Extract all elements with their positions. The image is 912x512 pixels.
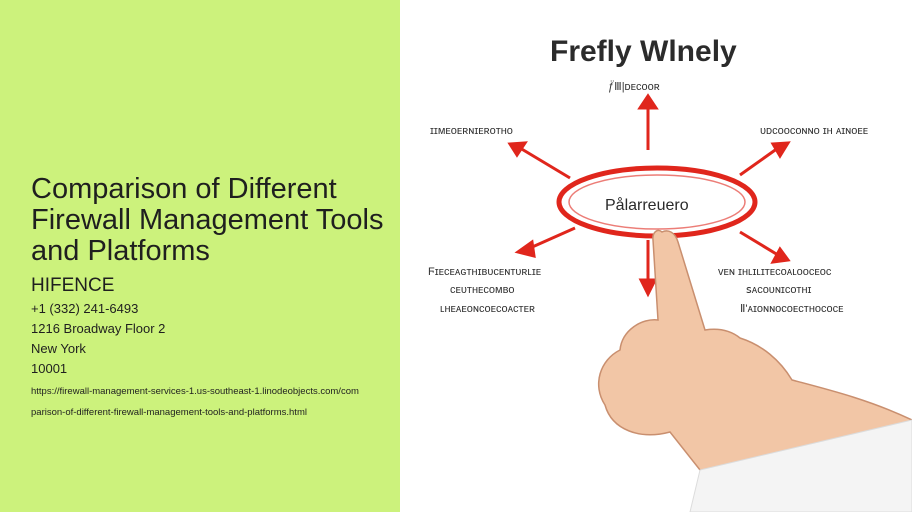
arrow-right-down [739,230,779,257]
arrow-down-head [638,278,658,298]
phone-number[interactable]: +1 (332) 241-6493 [31,301,139,316]
page-title: Comparison of Different Firewall Managem… [31,173,384,267]
illustration-left-bottom-line-1: Ϝɪᴇᴄᴇᴀɢᴛʜɪʙᴜᴄᴇɴᴛᴜʀʟɪᴇ [428,266,541,278]
arrow-right-up-head [770,141,791,159]
illustration-heading: Frefly Wlnely [550,35,737,68]
pointing-hand [597,229,912,512]
center-label: Pålarreuero [605,196,689,214]
illustration-right-bottom-line-2: ꜱᴀᴄᴏᴜɴɪᴄᴏᴛʜɪ [746,284,812,296]
firewall-diagram-image: Frefly Wlnely ƒ̈Ⅲ|ᴅᴇᴄᴏᴏʀ ɪɪᴍᴇᴏᴇʀɴɪᴇʀᴏᴛʜᴏ… [428,35,912,512]
arrow-right-up [739,146,779,177]
arrow-left-down-head [514,239,536,258]
left-info-panel: Comparison of Different Firewall Managem… [0,0,400,512]
illustration-left-top-label: ɪɪᴍᴇᴏᴇʀɴɪᴇʀᴏᴛʜᴏ [430,125,513,137]
company-name: HIFENCE [31,275,115,296]
arrow-group [507,93,791,298]
illustration-right-bottom-line-3: Ⅱ'ᴀɪᴏɴɴᴏᴄᴏᴇᴄᴛʜᴏᴄᴏᴄᴇ [740,303,844,315]
hero-illustration: Frefly Wlnely ƒ̈Ⅲ|ᴅᴇᴄᴏᴏʀ ɪɪᴍᴇᴏᴇʀɴɪᴇʀᴏᴛʜᴏ… [400,0,912,512]
zip-code: 10001 [31,361,68,376]
arrow-right-down-head [770,246,791,264]
page-url-link[interactable]: https://firewall-management-services-1.u… [31,386,359,418]
shirt-sleeve [689,419,912,512]
illustration-right-top-label: ᴜᴅᴄᴏᴏᴄᴏɴɴᴏ ɪʜ ᴀɪɴᴏᴇᴇ [760,125,868,137]
illustration-top-label: ƒ̈Ⅲ|ᴅᴇᴄᴏᴏʀ [608,80,660,93]
arrow-left-up-head [507,141,528,158]
illustration-left-bottom-line-2: ᴄᴇᴜᴛʜᴇᴄᴏᴍʙᴏ [450,284,515,296]
illustration-left-bottom-line-3: ʟʜᴇᴀᴇᴏɴᴄᴏᴇᴄᴏᴀᴄᴛᴇʀ [440,303,535,315]
illustration-right-bottom-line-1: ᴠᴇɴ ɪʜʟɪʟɪᴛᴇᴄᴏᴀʟᴏᴏᴄᴇᴏᴄ [718,266,832,278]
arrow-left-up [519,146,571,180]
city: New York [31,341,86,356]
arrow-up-head [637,93,659,110]
center-ellipse-inner [568,174,746,230]
street-address: 1216 Broadway Floor 2 [31,321,166,336]
arrow-left-down [529,226,576,250]
